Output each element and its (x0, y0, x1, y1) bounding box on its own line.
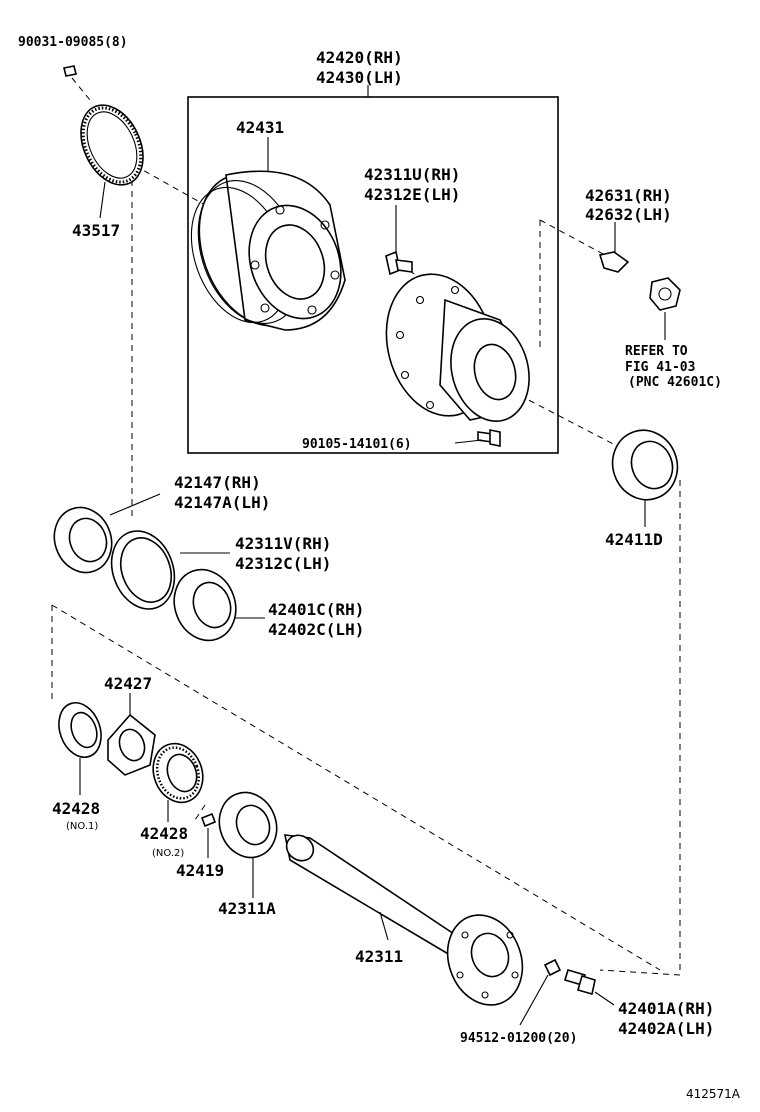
label-90105: 90105-14101(6) (302, 437, 412, 452)
label-42311: 42311 (355, 947, 403, 966)
axle-bolt-42401a (564, 969, 596, 996)
note-42428-no2: (NO.2) (152, 848, 184, 859)
bearing-42411d (611, 429, 679, 501)
label-43517: 43517 (72, 221, 120, 240)
axle-hub (385, 273, 530, 422)
label-42311a: 42311A (218, 899, 276, 918)
label-42431: 42431 (236, 118, 284, 137)
axle-shaft (283, 834, 524, 1006)
label-42411d: 42411D (605, 530, 663, 549)
label-42419: 42419 (176, 861, 224, 880)
label-42420: 42420(RH) (316, 48, 403, 67)
hub-mounting-bolt (477, 429, 501, 447)
note-42428-no1: (NO.1) (66, 821, 98, 832)
leader-lines (79, 85, 666, 1026)
label-42311u: 42311U(RH) (364, 165, 460, 184)
label-42401a: 42401A(RH) (618, 999, 714, 1018)
label-42401c: 42401C(RH) (268, 600, 364, 619)
bearing-42401c (173, 568, 237, 642)
sensor-rotor-ring (80, 104, 144, 186)
refer-line-1: REFER TO (625, 344, 688, 359)
oil-seal-42311a (218, 791, 278, 859)
label-42632: 42632(LH) (585, 205, 672, 224)
hub-stud (598, 251, 630, 273)
retaining-ring-42311v (110, 530, 176, 610)
refer-line-2: FIG 41-03 (625, 360, 695, 375)
label-90031: 90031-09085(8) (18, 35, 128, 50)
lock-nut-42427 (107, 713, 156, 776)
label-42311v: 42311V(RH) (235, 534, 331, 553)
label-42312e: 42312E(LH) (364, 185, 460, 204)
label-42147: 42147(RH) (174, 473, 261, 492)
label-42312c: 42312C(LH) (235, 554, 331, 573)
washer-42428-no1 (58, 702, 102, 758)
label-94512: 94512-01200(20) (460, 1031, 577, 1046)
label-42427: 42427 (104, 674, 152, 693)
label-42428-no2: 42428 (140, 824, 188, 843)
label-42428-no1: 42428 (52, 799, 100, 818)
screw-42419 (200, 812, 217, 828)
refer-line-3: (PNC 42601C) (628, 375, 722, 390)
brake-drum (190, 170, 346, 331)
label-42631: 42631(RH) (585, 186, 672, 205)
hub-nut (649, 277, 681, 311)
label-42430: 42430(LH) (316, 68, 403, 87)
lock-washer-94512 (543, 958, 562, 977)
label-42147a: 42147A(LH) (174, 493, 270, 512)
label-42402a: 42402A(LH) (618, 1019, 714, 1038)
screw-90031 (63, 65, 77, 77)
oil-seal-42147 (53, 506, 113, 574)
diagram-code: 412571A (686, 1087, 741, 1101)
hub-bolt (385, 250, 413, 276)
hub-assembly-box (187, 96, 559, 454)
label-42402c: 42402C(LH) (268, 620, 364, 639)
washer-42428-no2 (152, 742, 204, 804)
